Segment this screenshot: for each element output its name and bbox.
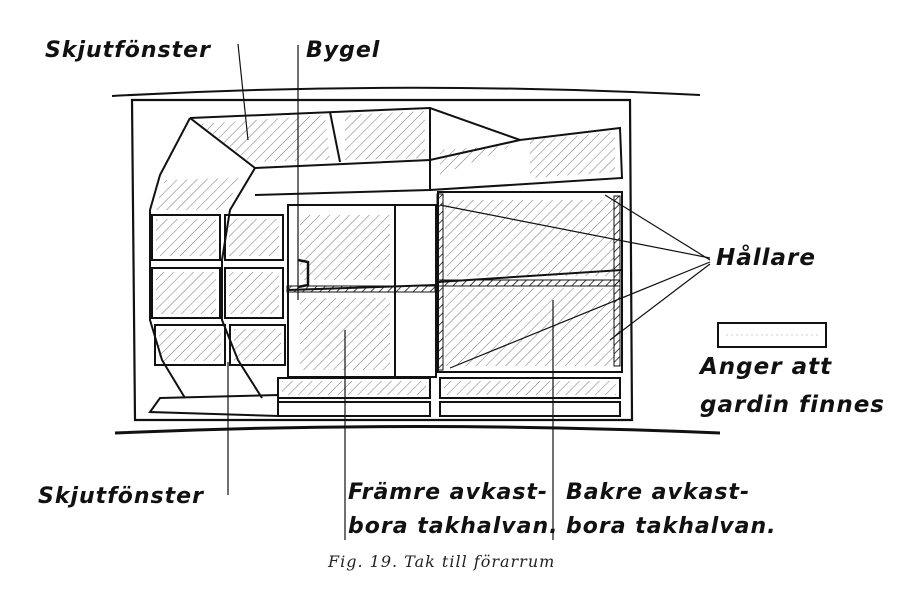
label-skjutfonster-top: Skjutfönster: [45, 38, 211, 63]
label-fromre-line2: bora takhalvan.: [348, 514, 559, 539]
leader-hallare-2: [604, 194, 711, 261]
label-hallare: Hållare: [716, 245, 816, 271]
leader-hallare-3: [449, 261, 711, 369]
roof-outline: [130, 98, 634, 422]
label-legend-line2: gardin finnes: [700, 392, 885, 418]
label-fromre-line1: Främre avkast-: [348, 480, 549, 505]
leader-skjutfonster-top: [237, 43, 249, 141]
label-bakre-line1: Bakre avkast-: [566, 480, 751, 505]
label-bakre-line2: bora takhalvan.: [566, 514, 777, 539]
label-skjutfonster-bottom: Skjutfönster: [38, 484, 204, 509]
label-bygel: Bygel: [306, 38, 381, 63]
leader-hallare-1: [439, 204, 711, 259]
left-frame-inner: [221, 167, 263, 399]
roof-bottom-edge: [114, 425, 721, 435]
leader-hallare-4: [609, 263, 711, 341]
label-legend-line1: Anger att: [700, 354, 833, 380]
figure-caption: Fig. 19. Tak till förarrum: [328, 552, 556, 571]
roof-top-edge: [111, 86, 701, 97]
